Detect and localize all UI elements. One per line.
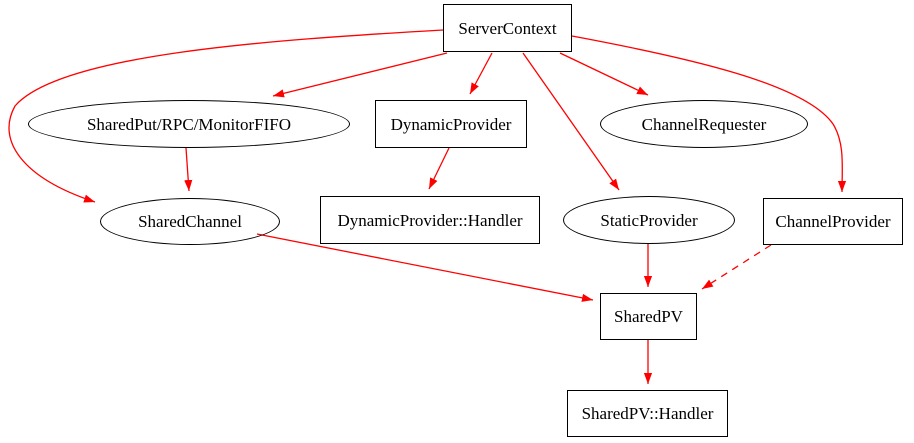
node-shared-pv-label: SharedPV	[614, 307, 683, 326]
node-static-provider-label: StaticProvider	[600, 210, 698, 230]
edge-sharedput-to-sharedchannel-arrow	[184, 147, 193, 192]
node-static-provider: StaticProvider	[563, 196, 735, 244]
edge-dynamicprovider-to-handler-arrow	[428, 147, 450, 190]
node-shared-pv-handler-label: SharedPV::Handler	[581, 404, 714, 423]
node-shared-channel-label: SharedChannel	[138, 212, 242, 231]
node-shared-pv: SharedPV	[600, 293, 697, 340]
node-channel-provider: ChannelProvider	[763, 198, 903, 245]
node-shared-pv-handler: SharedPV::Handler	[567, 390, 728, 437]
node-dynamic-provider-handler: DynamicProvider::Handler	[320, 196, 540, 244]
edge-servercontext-to-sharedput-arrow	[272, 52, 448, 98]
node-channel-requester: ChannelRequester	[600, 100, 808, 148]
node-shared-channel: SharedChannel	[100, 198, 280, 245]
edge-channelprovider-to-sharedpv-dashed-arrow	[701, 244, 772, 290]
edge-servercontext-to-sharedchannel-arrow	[8, 29, 444, 203]
node-dynamic-provider-handler-label: DynamicProvider::Handler	[337, 210, 523, 230]
edge-servercontext-to-staticprovider-arrow	[522, 52, 620, 191]
node-channel-requester-label: ChannelRequester	[641, 114, 767, 134]
edge-servercontext-to-channelrequester-arrow	[559, 52, 649, 96]
node-dynamic-provider: DynamicProvider	[375, 100, 527, 148]
edge-servercontext-to-channelprovider-arrow	[571, 35, 847, 193]
node-shared-put-rpc-monitor-fifo-label: SharedPut/RPC/MonitorFIFO	[86, 114, 292, 134]
node-dynamic-provider-label: DynamicProvider	[390, 114, 512, 134]
node-channel-provider-label: ChannelProvider	[775, 212, 891, 231]
edge-sharedchannel-to-sharedpv-arrow	[256, 233, 594, 302]
node-server-context: ServerContext	[443, 4, 572, 52]
node-server-context-label: ServerContext	[458, 18, 557, 38]
edge-servercontext-to-dynamicprovider-arrow	[469, 52, 493, 95]
node-shared-put-rpc-monitor-fifo: SharedPut/RPC/MonitorFIFO	[28, 100, 350, 148]
